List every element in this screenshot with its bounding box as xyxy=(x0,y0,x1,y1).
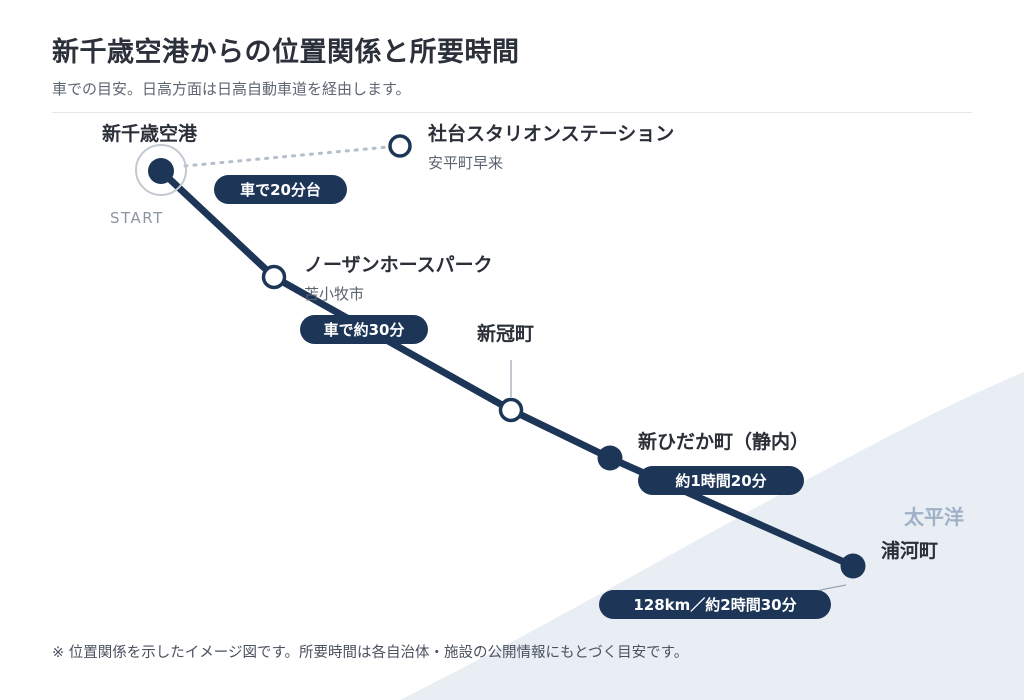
start-station-name: 新千歳空港 xyxy=(102,122,198,145)
niikappu-name: 新冠町 xyxy=(477,322,534,345)
badge-urakawa-time-text: 128km／約2時間30分 xyxy=(633,596,796,614)
start-label: START xyxy=(110,209,164,227)
badge-urakawa-time: 128km／約2時間30分 xyxy=(599,590,831,619)
badge-shinhidaka-time-text: 約1時間20分 xyxy=(675,472,766,490)
page-title: 新千歳空港からの位置関係と所要時間 xyxy=(52,37,520,68)
route-line xyxy=(157,167,857,570)
start-halo xyxy=(135,144,187,196)
badge-shadai-time: 車で20分台 xyxy=(214,175,347,204)
niikappu-node xyxy=(498,397,524,423)
header-divider xyxy=(52,112,972,113)
dotted-connector xyxy=(183,145,390,168)
sea-label: 太平洋 xyxy=(904,505,964,529)
northern-horse-park-name: ノーザンホースパーク xyxy=(304,254,493,276)
badge-shadai-time-text: 車で20分台 xyxy=(240,181,321,199)
badge-northern-time: 車で約30分 xyxy=(300,315,428,344)
start-node xyxy=(148,158,174,184)
northern-horse-park-sub: 苫小牧市 xyxy=(304,285,364,303)
shadai-name: 社台スタリオンステーション xyxy=(427,122,674,145)
pacific-ocean-area xyxy=(400,372,1024,700)
urakawa-name: 浦河町 xyxy=(881,539,938,562)
shadai-node xyxy=(388,134,412,158)
urakawa-leader-line xyxy=(819,584,847,591)
shinhidaka-name: 新ひだか町（静内） xyxy=(638,430,809,453)
footnote: ※ 位置関係を示したイメージ図です。所要時間は各自治体・施設の公開情報にもとづく… xyxy=(52,645,689,661)
shadai-sub: 安平町早来 xyxy=(428,154,503,172)
badge-northern-time-text: 車で約30分 xyxy=(324,321,405,339)
badge-shinhidaka-time: 約1時間20分 xyxy=(638,466,804,495)
page-subtitle: 車での目安。日高方面は日高自動車道を経由します。 xyxy=(52,80,411,98)
urakawa-node xyxy=(840,553,866,579)
shinhidaka-node xyxy=(597,445,623,471)
northern-horse-park-node xyxy=(261,264,287,290)
